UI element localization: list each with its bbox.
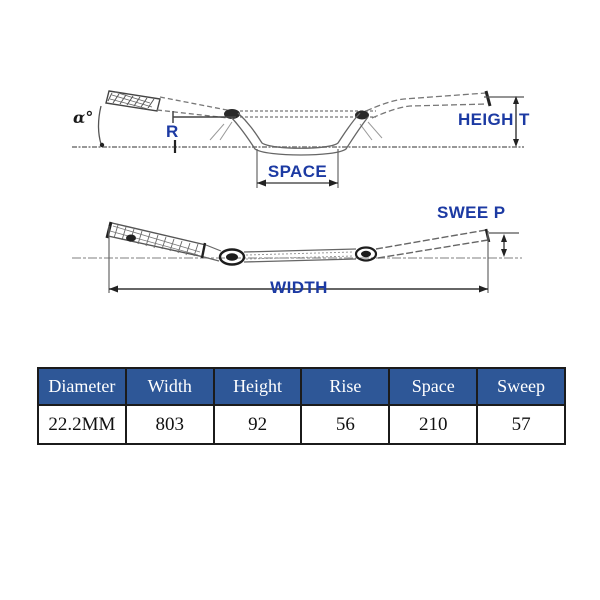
width-label: WIDTH (270, 278, 328, 297)
space-dimension-arrow (256, 149, 339, 188)
center-tube (243, 248, 357, 263)
width-dimension-arrow (109, 285, 488, 293)
top-view-sketch (72, 221, 522, 293)
sweep-label: SWEE P (437, 203, 506, 222)
angle-arc (97, 105, 105, 148)
header-rise: Rise (300, 367, 391, 406)
value-height: 92 (212, 404, 303, 445)
width-extension-lines (108, 226, 489, 293)
header-diameter: Diameter (37, 367, 127, 406)
right-grip-top (375, 229, 489, 259)
right-grip-cap (484, 90, 492, 107)
dip-tube-outer (230, 116, 369, 156)
spec-table: Diameter Width Height Rise Space Sweep 2… (37, 367, 566, 445)
left-grip-side (105, 90, 161, 112)
left-grip-top (105, 221, 222, 262)
spec-table-header-row: Diameter Width Height Rise Space Sweep (37, 367, 566, 406)
right-clamp-knurl (354, 246, 378, 262)
header-space: Space (388, 367, 479, 406)
height-dimension-arrow (484, 96, 524, 147)
left-clamp-knurl (218, 248, 246, 266)
left-tube-dashed (156, 96, 233, 119)
header-sweep: Sweep (476, 367, 566, 406)
value-sweep: 57 (476, 404, 566, 445)
angle-label: α° (73, 108, 94, 127)
right-tube-dashed (365, 92, 488, 119)
sweep-dimension-arrows (489, 232, 519, 257)
value-width: 803 (124, 404, 215, 445)
height-label: HEIGH T (458, 110, 530, 129)
handlebar-diagram (72, 90, 524, 293)
side-view-sketch (72, 90, 524, 188)
radius-label: R (166, 122, 179, 141)
crossbar-dashed (240, 110, 376, 118)
space-label: SPACE (267, 162, 328, 181)
header-width: Width (124, 367, 215, 406)
value-space: 210 (388, 404, 479, 445)
value-diameter: 22.2MM (37, 404, 127, 445)
dip-tube-inner (237, 112, 361, 149)
spec-table-value-row: 22.2MM 803 92 56 210 57 (37, 404, 566, 445)
value-rise: 56 (300, 404, 391, 445)
header-height: Height (212, 367, 303, 406)
clamp-marks (209, 109, 383, 141)
radius-reference (172, 111, 236, 153)
